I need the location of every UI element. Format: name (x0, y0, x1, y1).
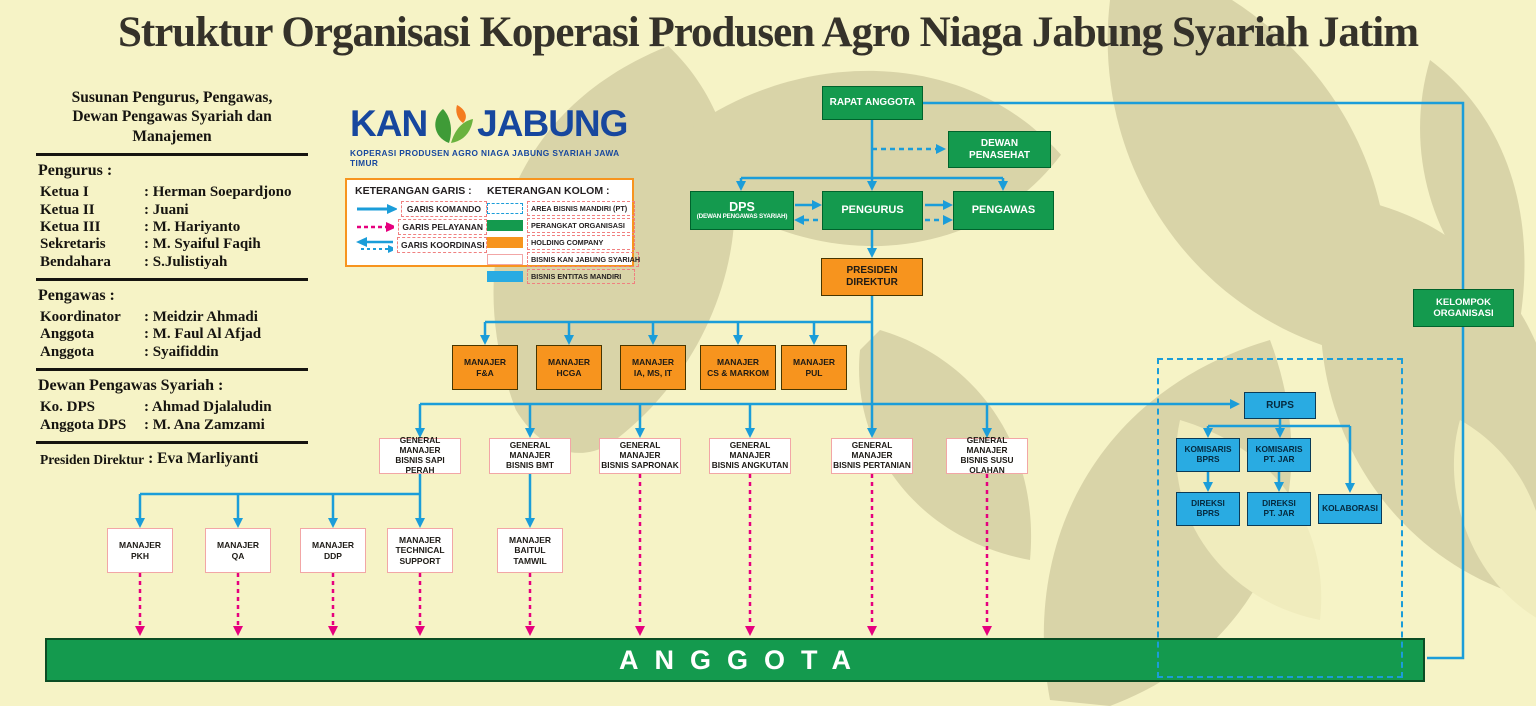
legend-row-koordinasi: GARIS KOORDINASI (355, 237, 487, 253)
roster-row: Sekretaris: M. Syaiful Faqih (40, 236, 261, 253)
legend-row-kanjabung: BISNIS KAN JABUNG SYARIAH (487, 252, 640, 267)
dashed-blue-swatch (487, 203, 523, 214)
logo-word-jabung: JABUNG (477, 103, 628, 144)
page-title: Struktur Organisasi Koperasi Produsen Ag… (117, 9, 1419, 56)
roster-row: Ketua II: Juani (40, 201, 189, 218)
double-arrow-icon (356, 237, 393, 253)
roster-footer: Presiden Direktur : Eva Marliyanti (40, 450, 259, 468)
green-swatch (487, 220, 523, 231)
orange-swatch (487, 237, 523, 248)
divider (36, 368, 308, 372)
roster-section-pengurus: Pengurus : Ketua I: Herman Soepardjono K… (36, 162, 308, 271)
node-rapat-anggota: RAPAT ANGGOTA (822, 86, 923, 120)
roster-row: Anggota: M. Faul Al Afjad (40, 326, 262, 343)
node-pengawas: PENGAWAS (953, 191, 1054, 230)
roster-section-pengawas: Pengawas : Koordinator: Meidzir Ahmadi A… (36, 287, 308, 361)
legend-box: KETERANGAN GARIS : GARIS KOMANDO GARIS P… (345, 178, 640, 284)
solid-arrow-icon (357, 204, 397, 214)
leaf-flame-icon (435, 105, 474, 143)
white-swatch (487, 254, 523, 265)
roster-row: Koordinator: Meidzir Ahmadi (40, 309, 258, 326)
node-kelompok-organisasi: KELOMPOK ORGANISASI (1413, 289, 1514, 327)
divider (36, 441, 308, 445)
legend-row-pelayanan: GARIS PELAYANAN (355, 219, 487, 235)
node-rups: RUPS (1244, 392, 1316, 419)
divider (36, 278, 308, 282)
node-dps: DPS (DEWAN PENGAWAS SYARIAH) (690, 191, 794, 230)
anggota-bar: ANGGOTA (45, 638, 1425, 682)
roster-row: Ketua I: Herman Soepardjono (40, 184, 292, 201)
node-kolaborasi: KOLABORASI (1318, 494, 1382, 524)
legend-row-area-mandiri: AREA BISNIS MANDIRI (PT) (487, 201, 635, 216)
node-dewan-penasehat: DEWAN PENASEHAT (948, 131, 1051, 168)
legend-row-entitas: BISNIS ENTITAS MANDIRI (487, 269, 635, 284)
logo-tagline: KOPERASI PRODUSEN AGRO NIAGA JABUNG SYAR… (350, 148, 620, 168)
roster-heading: Susunan Pengurus, Pengawas, Dewan Pengaw… (71, 89, 273, 145)
blue-swatch (487, 271, 523, 282)
divider (36, 153, 308, 157)
legend-row-holding: HOLDING COMPANY (487, 235, 635, 250)
roster-row: Bendahara: S.Julistiyah (40, 253, 228, 270)
logo-word-kan: KAN (350, 103, 428, 144)
legend-row-perangkat: PERANGKAT ORGANISASI (487, 218, 635, 233)
roster-row: Anggota DPS: M. Ana Zamzami (40, 416, 265, 433)
dashed-magenta-arrow-icon (357, 222, 395, 232)
kan-jabung-logo: KAN JABUNG KOPERASI PRODUSEN AGRO NIAGA … (350, 103, 630, 168)
node-pengurus: PENGURUS (822, 191, 923, 230)
roster-row: Ko. DPS: Ahmad Djalaludin (40, 399, 272, 416)
legend-row-komando: GARIS KOMANDO (355, 201, 487, 217)
node-presiden-direktur: PRESIDEN DIREKTUR (821, 258, 923, 296)
roster-section-dps: Dewan Pengawas Syariah : Ko. DPS: Ahmad … (36, 377, 308, 434)
legend-kolom-column: KETERANGAN KOLOM : AREA BISNIS MANDIRI (… (487, 185, 640, 284)
legend-garis-column: KETERANGAN GARIS : GARIS KOMANDO GARIS P… (355, 185, 487, 261)
roster-row: Anggota: Syaifiddin (40, 343, 219, 360)
roster-row: Ketua III: M. Hariyanto (40, 218, 241, 235)
roster-panel: Susunan Pengurus, Pengawas, Dewan Pengaw… (36, 88, 308, 468)
